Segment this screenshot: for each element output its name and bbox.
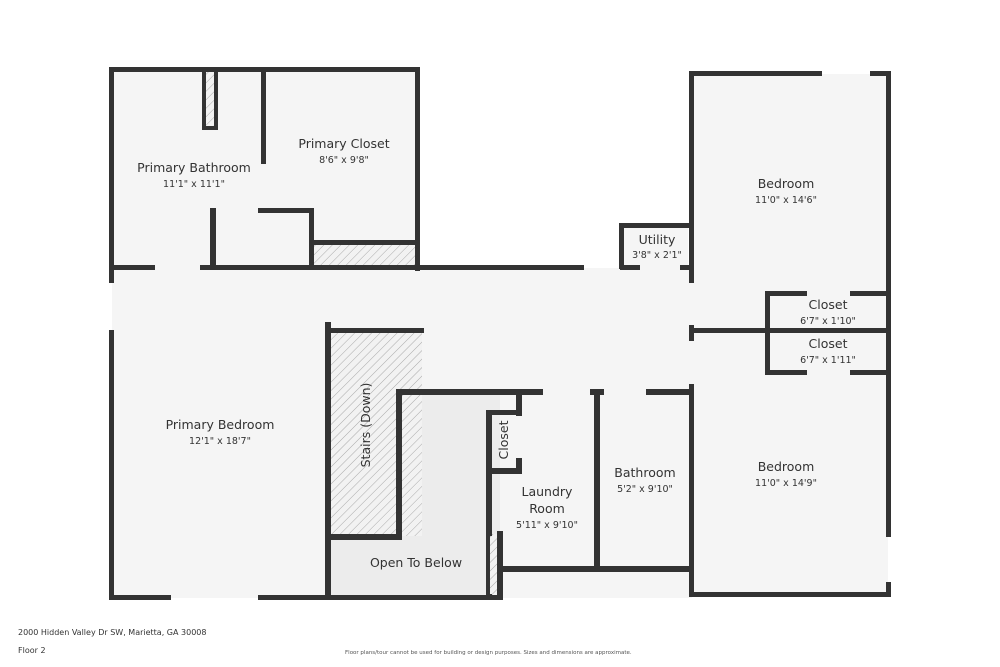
dim-closet-lower: 6'7" x 1'11" [800, 355, 856, 366]
label-bathroom: Bathroom [614, 465, 675, 480]
address: 2000 Hidden Valley Dr SW, Marietta, GA 3… [18, 628, 207, 637]
label-bedroom-top: Bedroom [758, 176, 815, 191]
stairs-area [330, 330, 422, 536]
dim-laundry: 5'11" x 9'10" [516, 520, 578, 531]
label-open-to-below: Open To Below [370, 555, 462, 570]
closet-shelf-hatch [314, 244, 416, 266]
dim-utility: 3'8" x 2'1" [632, 250, 682, 261]
walls [109, 67, 891, 600]
label-closet-small: Closet [496, 420, 511, 459]
label-primary-closet: Primary Closet [298, 136, 389, 151]
label-laundry-1: Laundry [522, 484, 574, 499]
dim-bedroom-bottom: 11'0" x 14'9" [755, 478, 817, 489]
dim-closet-upper: 6'7" x 1'10" [800, 316, 856, 327]
dim-primary-closet: 8'6" x 9'8" [319, 155, 369, 166]
label-utility: Utility [639, 232, 676, 247]
label-bedroom-bottom: Bedroom [758, 459, 815, 474]
floor-label: Floor 2 [18, 646, 46, 655]
disclaimer: Floor plans/tour cannot be used for buil… [345, 650, 632, 656]
dim-primary-bedroom: 12'1" x 18'7" [189, 436, 251, 447]
label-primary-bathroom: Primary Bathroom [137, 160, 251, 175]
dim-primary-bathroom: 11'1" x 11'1" [163, 179, 225, 190]
label-closet-upper: Closet [809, 297, 848, 312]
label-laundry-2: Room [529, 501, 565, 516]
dim-bedroom-top: 11'0" x 14'6" [755, 195, 817, 206]
label-stairs: Stairs (Down) [358, 383, 373, 468]
dim-bathroom: 5'2" x 9'10" [617, 484, 673, 495]
label-primary-bedroom: Primary Bedroom [166, 417, 275, 432]
label-closet-lower: Closet [809, 336, 848, 351]
